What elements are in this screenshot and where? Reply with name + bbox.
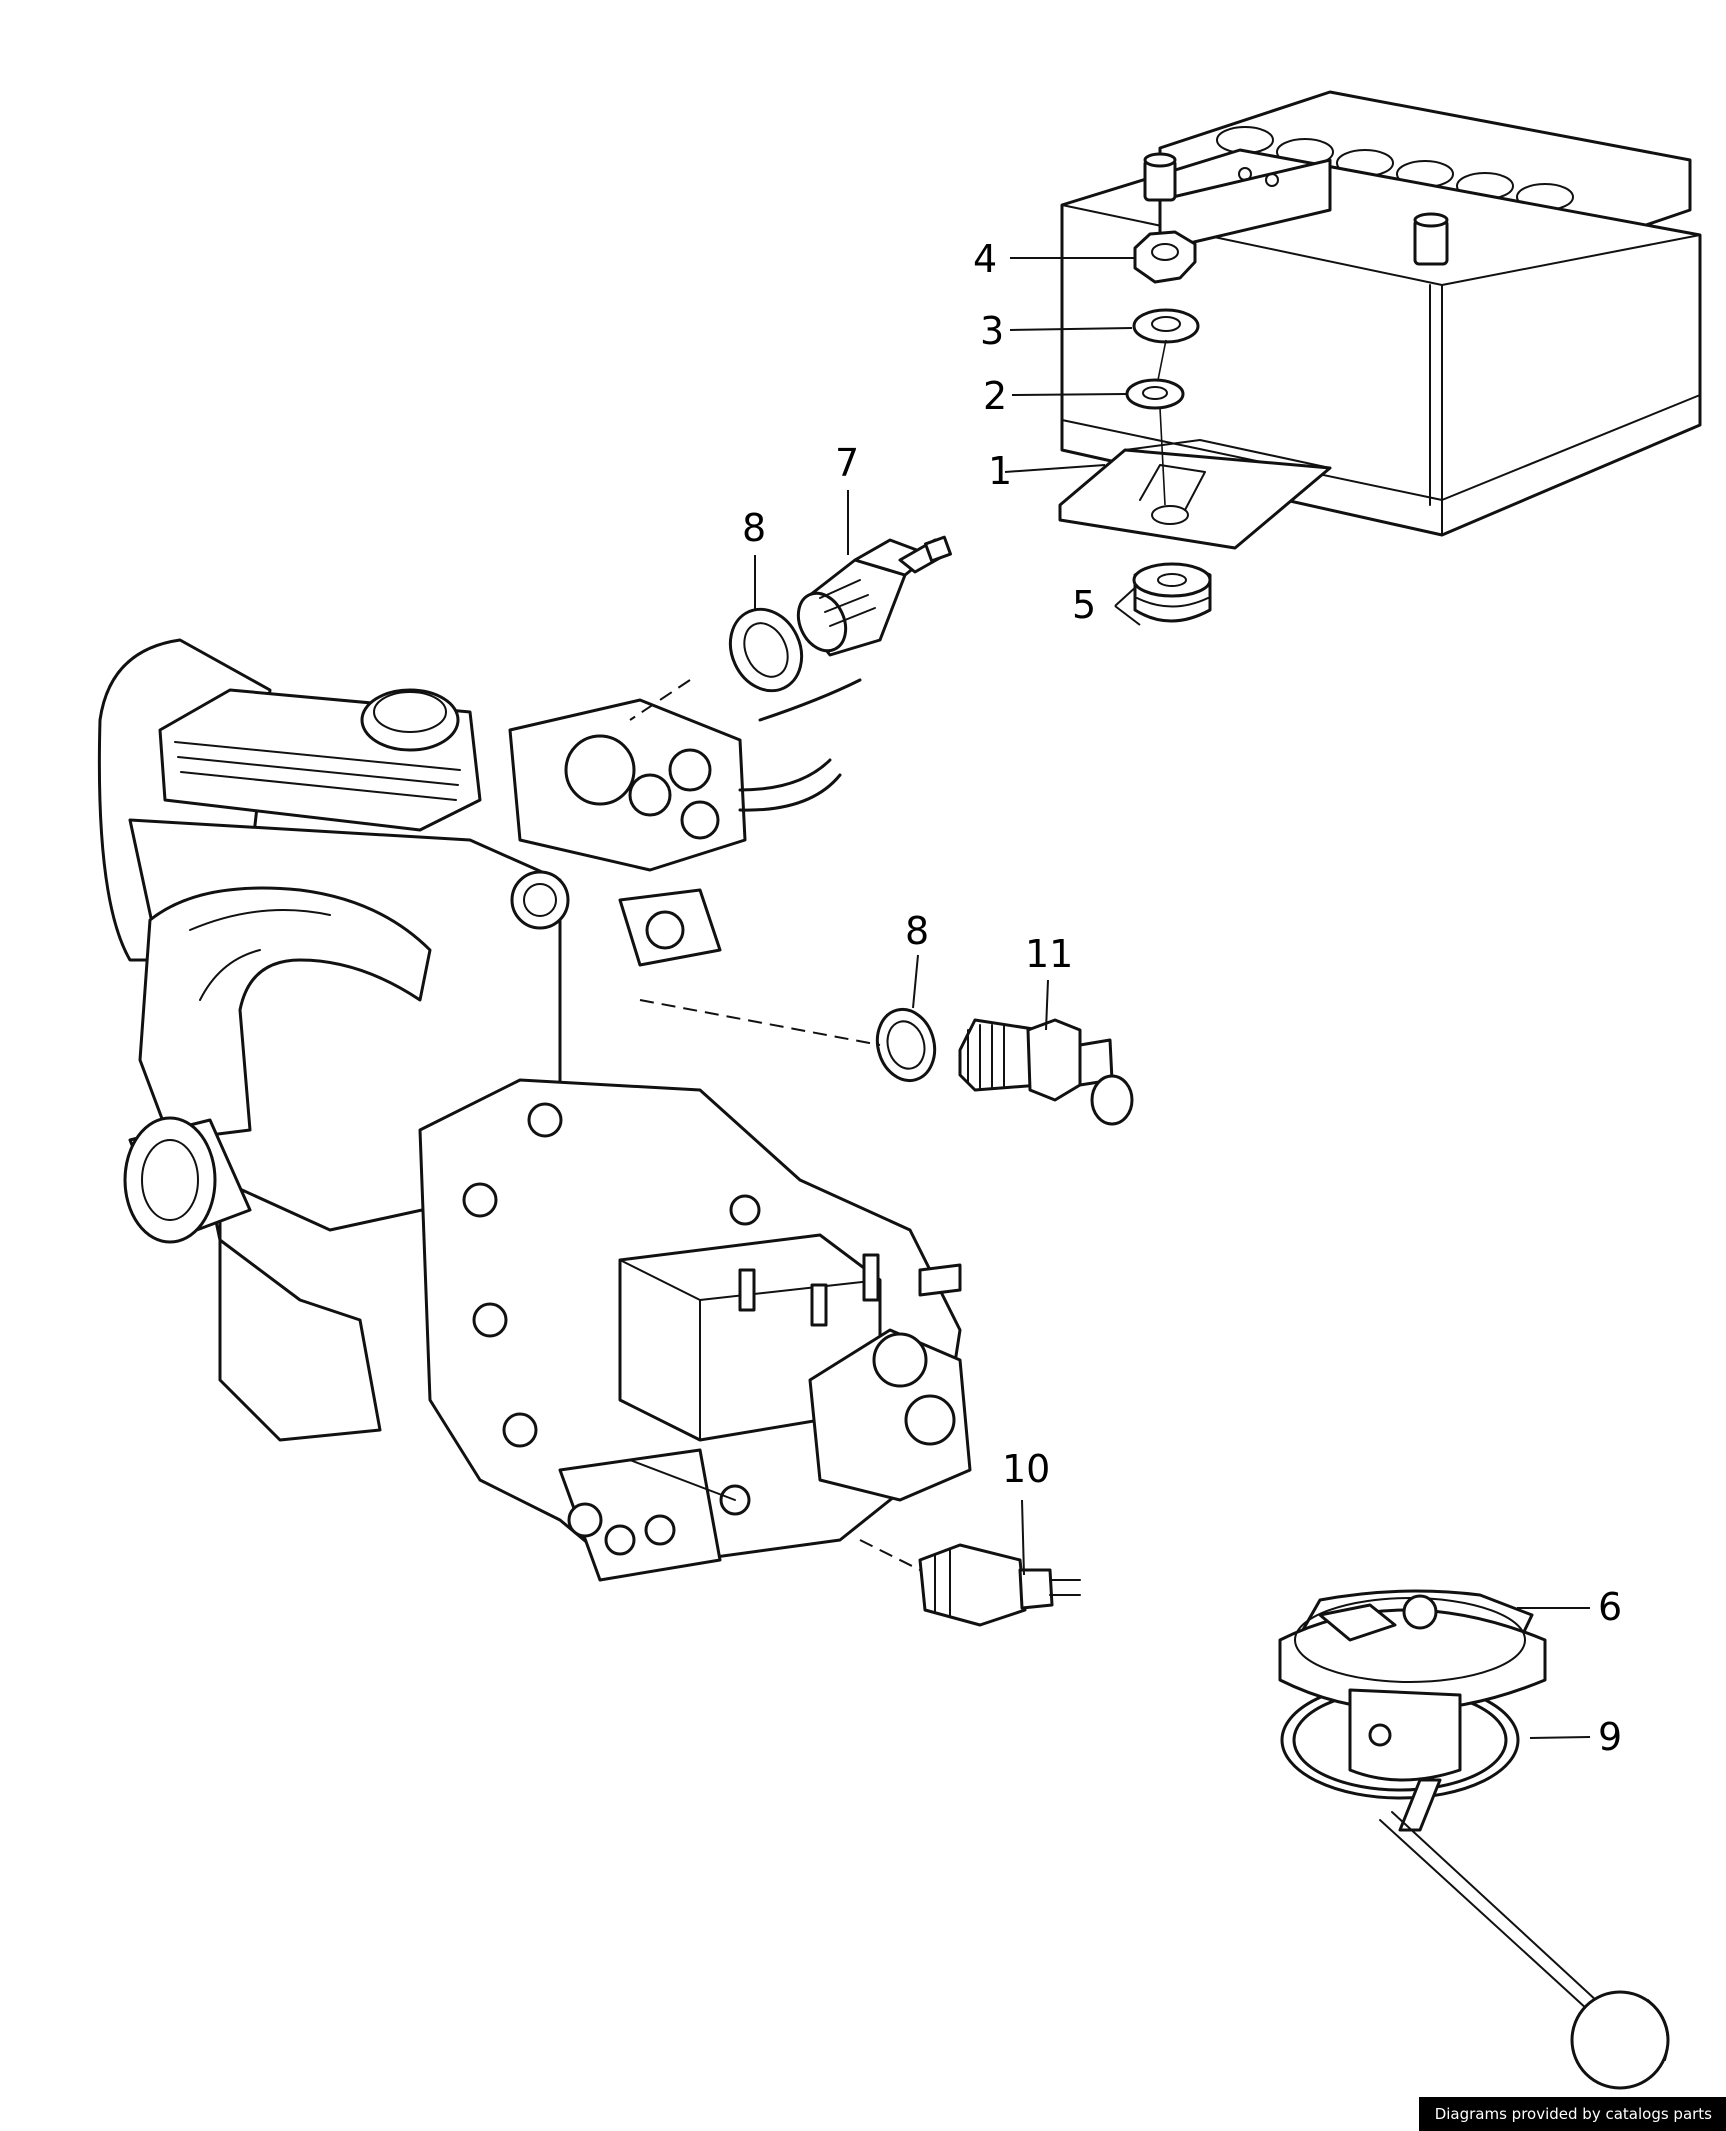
temperature-sender — [629, 535, 952, 721]
callout-4: 4 — [973, 237, 998, 281]
callout-9: 9 — [1598, 1715, 1623, 1759]
clamp-plate — [1058, 439, 1332, 550]
callout-8-upper: 8 — [742, 506, 767, 550]
callout-8-lower: 8 — [905, 909, 930, 953]
battery-hardware — [1125, 230, 1212, 623]
callout-5: 5 — [1072, 583, 1097, 627]
callout-3: 3 — [980, 309, 1005, 353]
battery — [1060, 90, 1702, 537]
callout-1: 1 — [988, 449, 1013, 493]
callout-10: 10 — [1002, 1447, 1051, 1491]
leader-lines — [754, 257, 1591, 1739]
oil-pressure-switch — [639, 999, 1134, 1126]
callout-7: 7 — [835, 441, 860, 485]
callout-2: 2 — [983, 374, 1008, 418]
fuel-gauge-sender — [1278, 1589, 1670, 2090]
callout-11: 11 — [1025, 932, 1074, 976]
reversing-light-switch — [859, 1539, 1081, 1627]
engine-assembly — [97, 638, 972, 1582]
diagram-credit: Diagrams provided by catalogs parts — [1418, 2097, 1726, 2131]
callout-6: 6 — [1598, 1585, 1623, 1629]
